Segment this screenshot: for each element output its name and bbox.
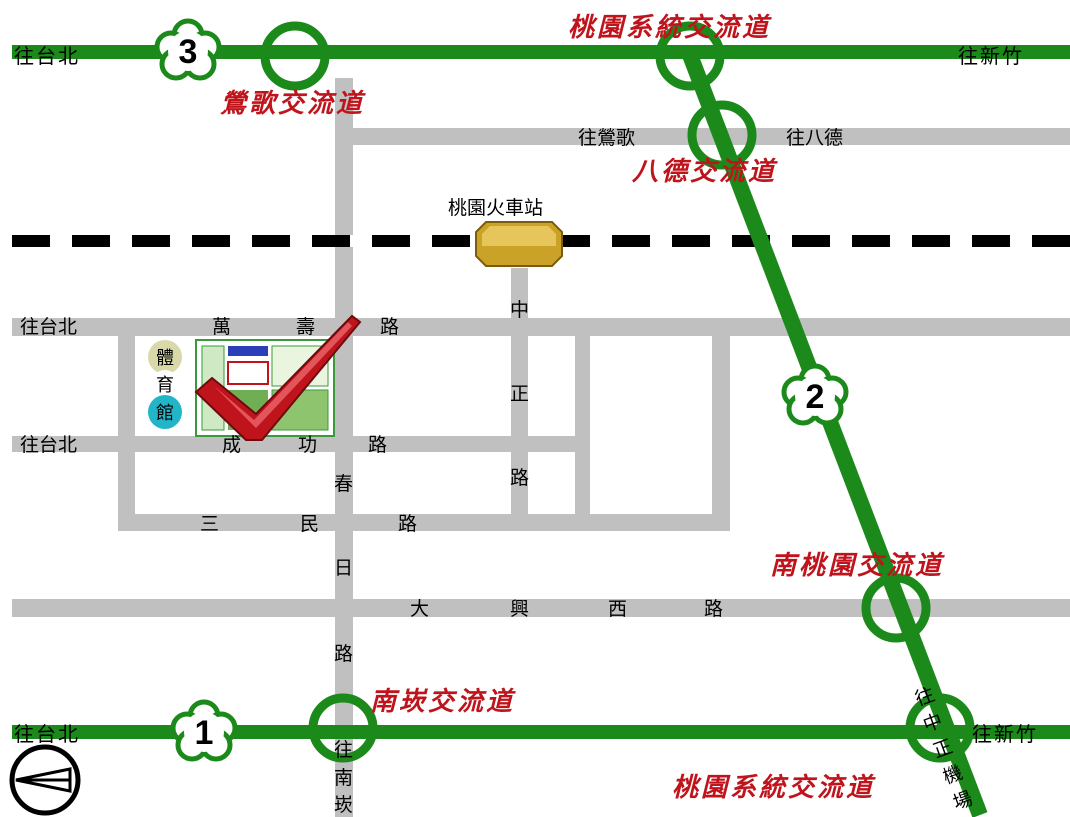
ring-bade (687, 100, 757, 170)
freeway3-right-dir: 往新竹 (958, 44, 1024, 68)
label-chenggong-2: 功 (298, 434, 317, 456)
road-zhongzheng (511, 268, 528, 514)
label-chunri-1: 春 (334, 473, 353, 495)
label-nankan-2: 南 (334, 767, 353, 789)
label-wanshou-2: 壽 (296, 316, 315, 338)
road-small-1 (575, 336, 590, 516)
shield-3-fill (168, 31, 208, 71)
label-nankan-1: 往 (334, 739, 353, 761)
label-chunri-2: 日 (334, 557, 353, 579)
label-upper-left: 往鶯歌 (578, 127, 635, 149)
gym-char-3: 館 (156, 403, 174, 424)
north-arrow-icon (9, 744, 81, 816)
label-wanshou-3: 路 (380, 316, 399, 338)
label-zhongzheng-1: 中 (510, 299, 529, 321)
label-daxing-2: 興 (510, 598, 529, 620)
label-station: 桃園火車站 (448, 197, 543, 219)
ring-south-taoyuan (861, 573, 931, 643)
road-sanmin (118, 514, 730, 531)
shield-3: 3 (154, 18, 222, 81)
freeway3-left-dir: 往台北 (14, 44, 80, 68)
label-sanmin-3: 路 (398, 513, 417, 535)
shield-1: 1 (170, 699, 238, 762)
venue-building-1 (228, 346, 268, 356)
road-small-2 (712, 336, 730, 531)
ic-bade: 八德交流道 (631, 157, 778, 187)
road-wanshou (12, 318, 1070, 336)
shield-2-number: 2 (806, 378, 825, 416)
freeways (12, 45, 1070, 817)
checkmark-icon (194, 314, 362, 441)
ring-yingge (260, 21, 330, 91)
label-sanmin-2: 民 (300, 513, 319, 535)
ic-taoyuan-system-south: 桃園系統交流道 (672, 773, 876, 803)
road-left-loop (118, 336, 135, 531)
freeway-2 (682, 52, 988, 817)
label-nankan-3: 崁 (334, 794, 353, 816)
shield-2-fill (795, 376, 835, 416)
freeway1-right-dir: 往新竹 (972, 722, 1038, 746)
ic-taoyuan-system-north: 桃園系統交流道 (568, 13, 772, 43)
gym-char-2: 育 (156, 375, 174, 396)
road-chunri (335, 78, 353, 817)
gym-circle-1 (148, 340, 182, 374)
label-wanshou-1: 萬 (212, 316, 231, 338)
local-roads (12, 78, 1070, 817)
label-daxing-1: 大 (410, 598, 429, 620)
label-zhongzheng-3: 路 (510, 467, 529, 489)
shield-1-fill (184, 712, 224, 752)
ic-nankan: 南崁交流道 (370, 687, 516, 717)
gym-circle-3 (148, 395, 182, 429)
label-chenggong-1: 成 (222, 434, 241, 456)
label-chenggong-dir: 往台北 (20, 434, 77, 456)
road-daxing (12, 599, 1070, 617)
road-chenggong (12, 436, 580, 452)
ic-yingge: 鶯歌交流道 (220, 89, 366, 119)
gym-circle-2 (151, 370, 179, 398)
shield-1-number: 1 (195, 714, 214, 752)
label-daxing-3: 西 (608, 598, 627, 620)
interchange-rings (260, 21, 975, 763)
train-station-icon (475, 221, 563, 267)
ring-taoyuan-system-north (655, 21, 725, 91)
shield-2: 2 (781, 363, 849, 426)
road-upper (340, 128, 1070, 145)
gym-char-1: 體 (156, 348, 174, 369)
gym-labels: 體 育 館 (148, 340, 182, 429)
ic-south-taoyuan: 南桃園交流道 (770, 551, 945, 581)
ring-nankan (308, 693, 378, 763)
shield-3-number: 3 (179, 33, 198, 71)
venue-building-2 (227, 361, 269, 385)
label-daxing-4: 路 (704, 598, 723, 620)
ring-taoyuan-system-south (905, 693, 975, 763)
label-wanshou-dir: 往台北 (20, 316, 77, 338)
label-upper-right: 往八德 (786, 127, 843, 149)
label-sanmin-1: 三 (200, 513, 219, 535)
label-chenggong-3: 路 (368, 434, 387, 456)
label-chunri-3: 路 (334, 643, 353, 665)
freeway1-left-dir: 往台北 (14, 722, 80, 746)
label-zhongzheng-2: 正 (510, 383, 529, 405)
